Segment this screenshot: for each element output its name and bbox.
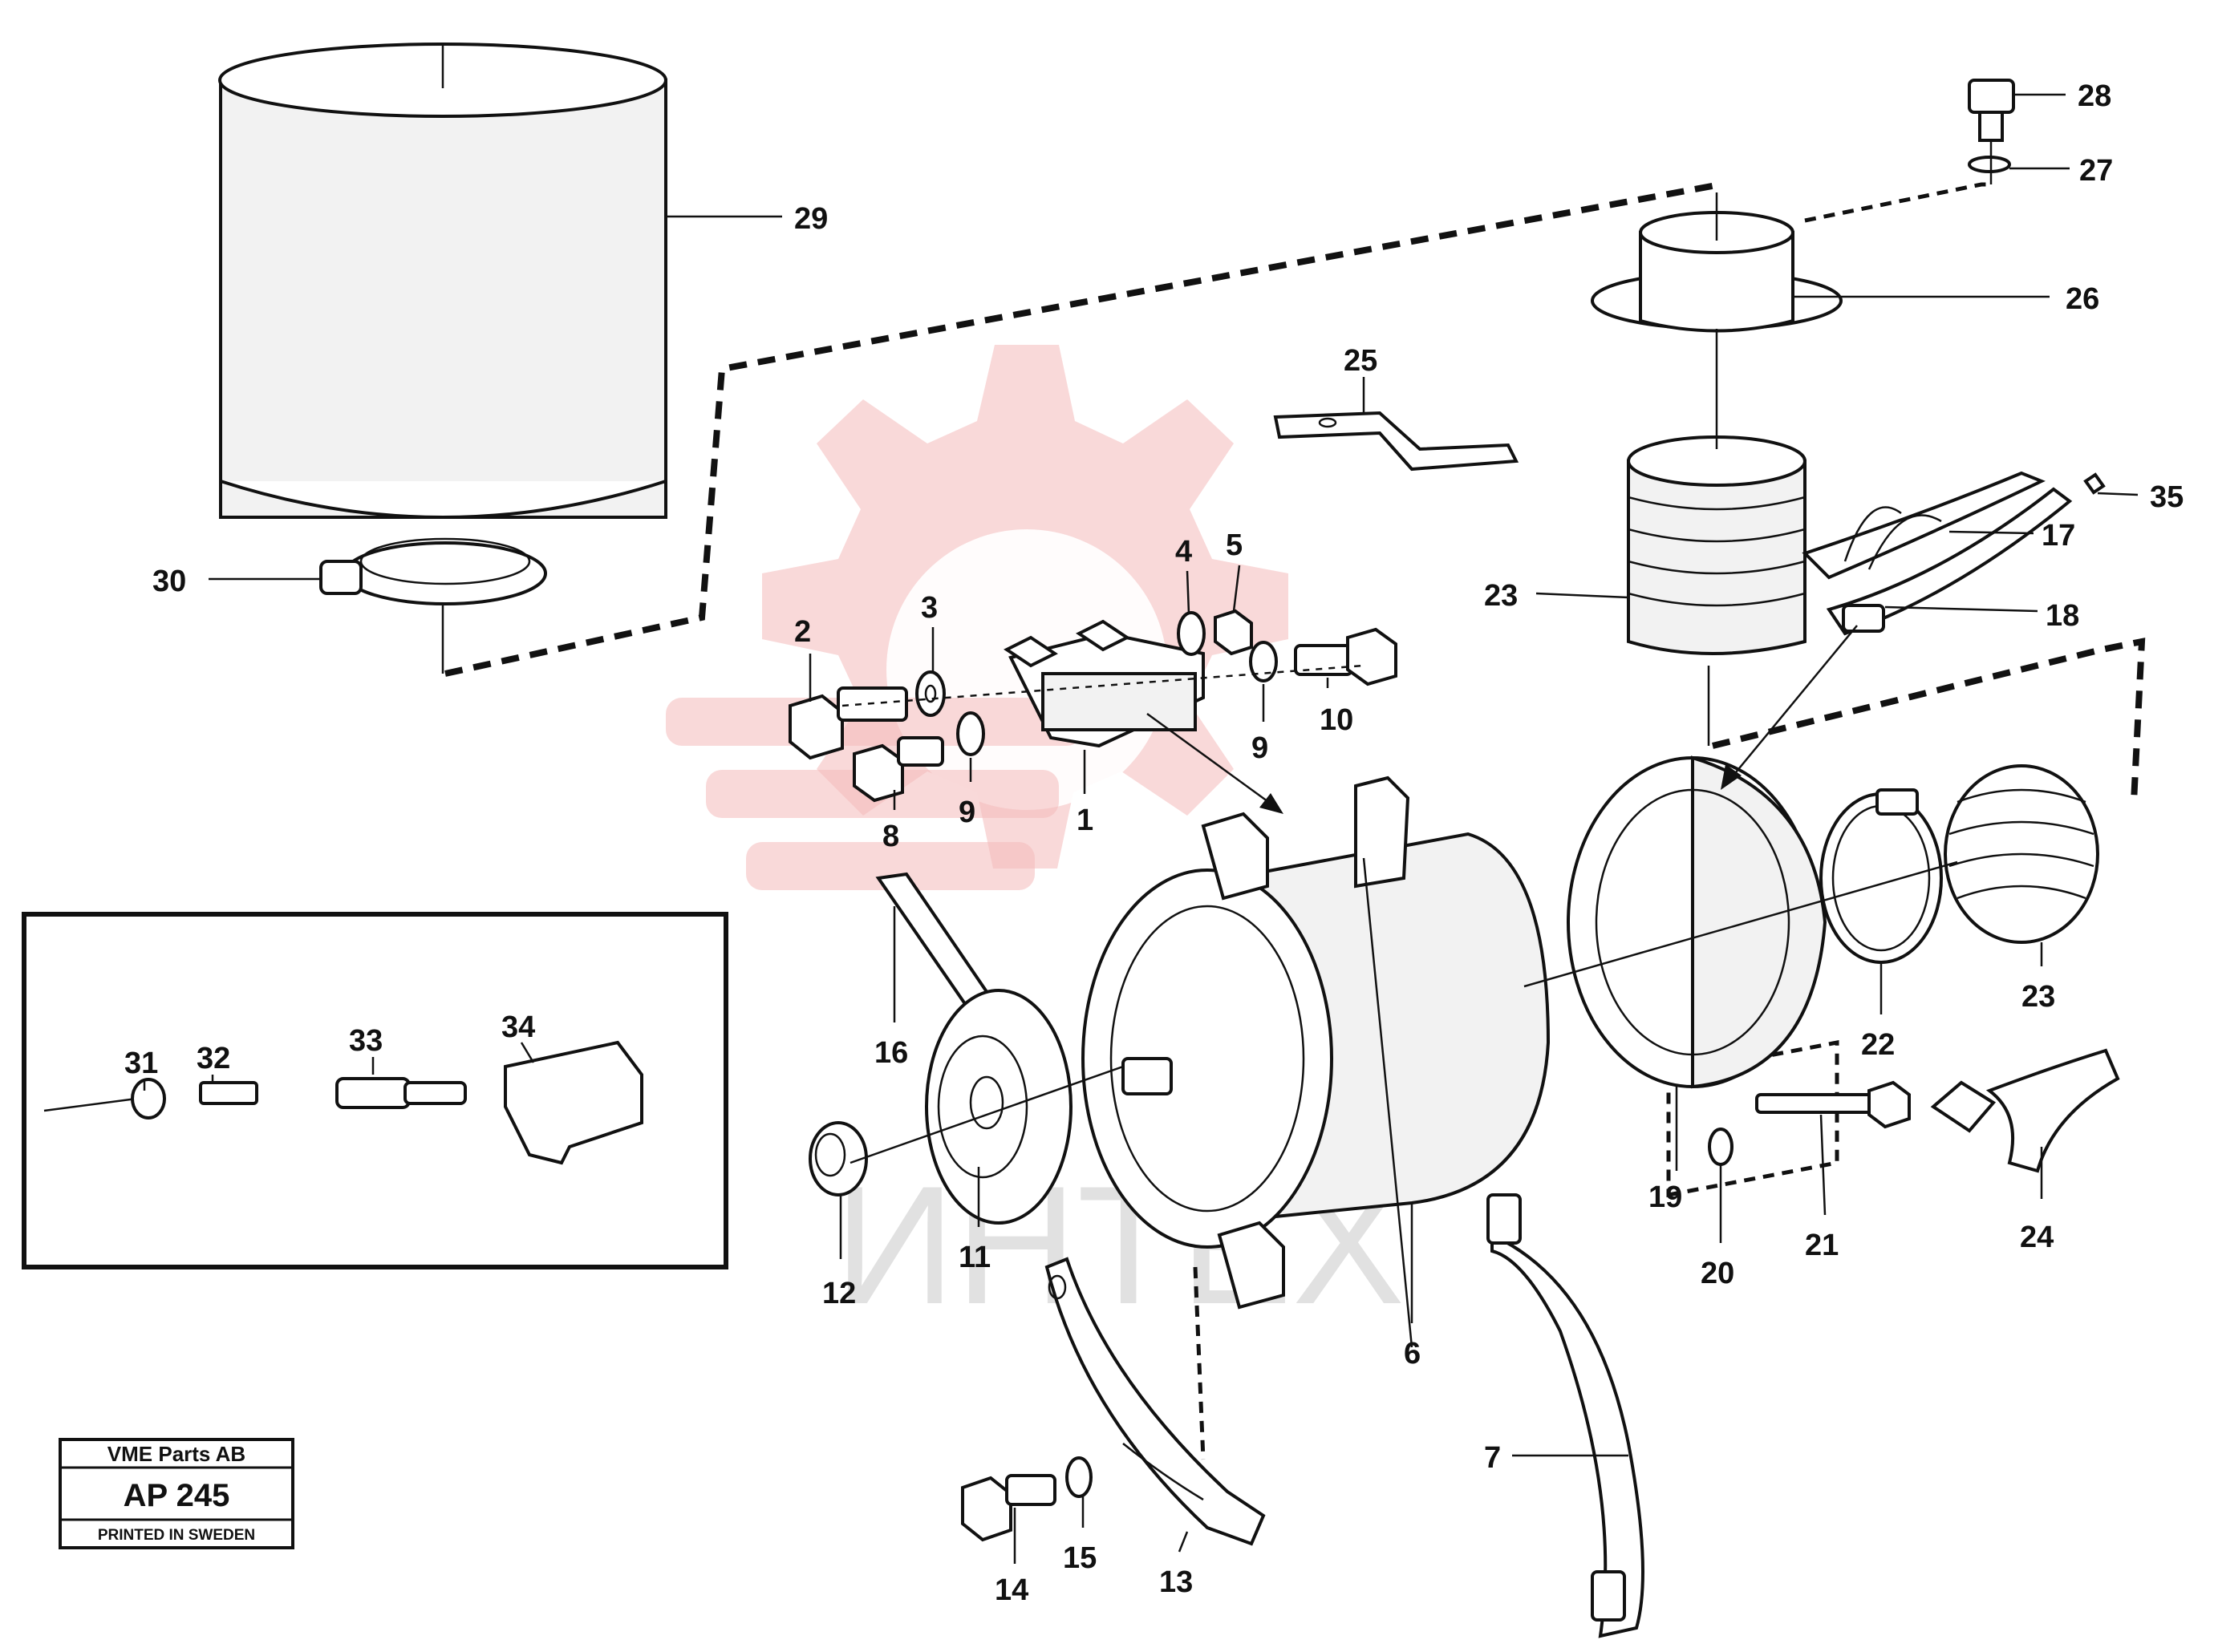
callout-20: 20	[1701, 1257, 1734, 1290]
callout-9-right: 9	[1251, 731, 1268, 765]
callout-26: 26	[2066, 282, 2099, 316]
callout-6: 6	[1404, 1337, 1421, 1371]
callout-16: 16	[874, 1036, 908, 1070]
callout-13: 13	[1159, 1565, 1193, 1599]
part-24-strap	[1930, 1048, 2120, 1173]
callout-3: 3	[921, 591, 938, 625]
part-13-bracket	[1044, 1257, 1266, 1546]
pulley-group	[809, 872, 1124, 1225]
callout-21: 21	[1805, 1229, 1839, 1262]
bolt-14-washer-15	[961, 1456, 1093, 1542]
title-block: VME Parts AB AP 245 PRINTED IN SWEDEN	[59, 1438, 294, 1549]
callout-18: 18	[2046, 599, 2079, 633]
callout-29: 29	[794, 202, 828, 236]
leader-lines	[143, 93, 2139, 1564]
callout-25: 25	[1344, 344, 1377, 378]
callout-34: 34	[501, 1010, 535, 1044]
callouts: 1 2 3 4 5 6 7 8 9 9 10 11 12 13 14 15 16…	[124, 79, 2184, 1607]
callout-23-upper: 23	[1484, 579, 1518, 613]
part-25-bracket	[1273, 411, 1519, 472]
callout-35: 35	[2150, 480, 2184, 514]
part-6-alternator	[1081, 775, 1551, 1348]
inset-connector-detail	[22, 912, 728, 1269]
title-block-company: VME Parts AB	[107, 1442, 245, 1466]
callout-8: 8	[882, 820, 899, 853]
callout-32: 32	[197, 1042, 230, 1075]
callout-9-left: 9	[959, 796, 975, 829]
callout-2: 2	[794, 615, 811, 649]
callout-15: 15	[1063, 1541, 1097, 1575]
title-block-printed: PRINTED IN SWEDEN	[98, 1527, 255, 1544]
part-7-guard	[1486, 1193, 1644, 1638]
callout-5: 5	[1226, 528, 1243, 562]
part-26-flange	[1591, 192, 1843, 333]
callout-24: 24	[2020, 1221, 2054, 1254]
callout-14: 14	[995, 1573, 1028, 1607]
callout-1: 1	[1077, 804, 1093, 837]
callout-23-right: 23	[2021, 980, 2055, 1014]
callout-12: 12	[822, 1277, 856, 1310]
callout-22: 22	[1861, 1028, 1895, 1062]
part-29-cylinder	[218, 43, 667, 519]
callout-11: 11	[959, 1241, 991, 1274]
callout-30: 30	[152, 565, 186, 598]
callout-27: 27	[2079, 154, 2113, 188]
callout-19: 19	[1648, 1180, 1682, 1214]
callout-33: 33	[349, 1024, 383, 1058]
title-block-code: AP 245	[124, 1478, 230, 1513]
part-22-hose-clamp	[1819, 788, 1943, 964]
callout-10: 10	[1320, 703, 1353, 737]
callout-28: 28	[2078, 79, 2111, 113]
part-23-bellows-upper	[1627, 329, 1806, 746]
part-23-bellows-right	[1944, 764, 2099, 944]
bolt-21-washer-20	[1708, 1080, 1911, 1166]
callout-17: 17	[2042, 519, 2075, 553]
callout-4: 4	[1175, 535, 1192, 569]
dashed-connectors	[444, 181, 2146, 1460]
bracket-assembly	[789, 609, 1397, 814]
part-28-bolt	[1968, 79, 2015, 184]
callout-7: 7	[1484, 1441, 1501, 1475]
cover-19	[1567, 755, 1827, 1089]
callout-31: 31	[124, 1047, 158, 1080]
part-30-clamp	[319, 537, 547, 674]
